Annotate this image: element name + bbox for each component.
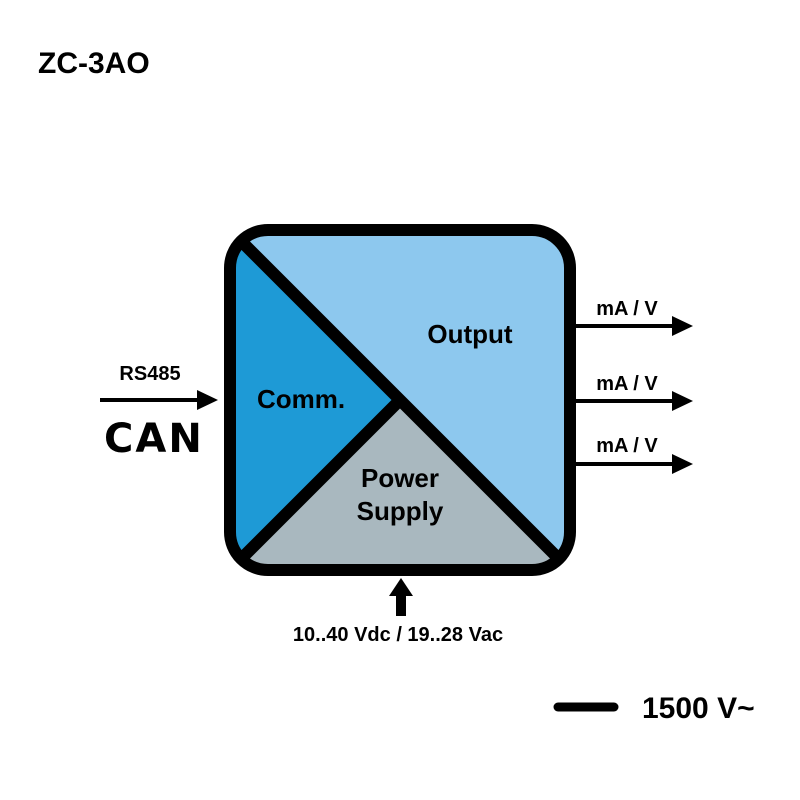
power-label-line2: Supply [357,496,444,526]
output-3: mA / V [575,435,693,474]
power-divider [230,395,405,570]
rs485-label: RS485 [119,363,180,385]
output-2-label: mA / V [596,373,658,395]
output-3-label: mA / V [596,435,658,457]
comm-region [230,230,400,570]
supply-arrow [389,578,413,616]
output-1: mA / V [575,298,693,336]
output-2: mA / V [575,373,693,411]
power-label-line1: Power [361,463,439,493]
supply-label: 10..40 Vdc / 19..28 Vac [293,624,503,646]
comm-label: Comm. [257,384,345,414]
output-label: Output [427,319,513,349]
power-region [230,400,570,570]
module-outline [224,224,576,576]
device-title: ZC-3AO [38,47,150,80]
module-box [230,230,570,570]
output-1-label: mA / V [596,298,658,320]
isolation-label: 1500 V~ [642,692,755,725]
input-arrow [100,390,218,410]
can-logo: CAN [104,416,204,462]
